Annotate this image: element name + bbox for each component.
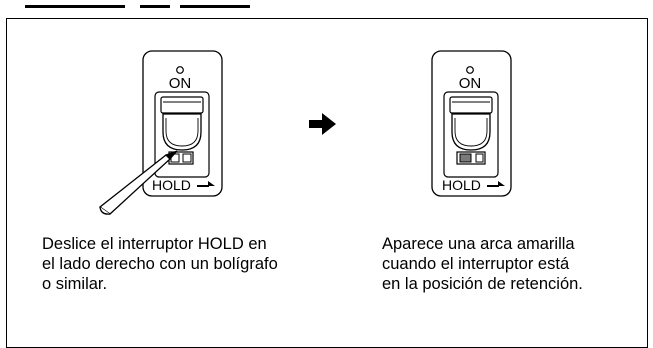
right-arrow-icon [309, 113, 336, 135]
left-caption: Deslice el interruptor HOLD en el lado d… [42, 235, 278, 293]
right-switch-latch [451, 113, 491, 151]
left-switch-top-bar [160, 96, 204, 114]
left-on-label: ON [169, 75, 192, 92]
left-hold-label: HOLD [152, 177, 191, 193]
right-switch-top-bar [449, 96, 493, 114]
right-hold-indicator [459, 153, 472, 163]
right-on-indicator-icon [466, 66, 474, 74]
hold-switch-diagram: ON HOLD ON HOLD [98, 50, 512, 215]
right-on-label: ON [459, 75, 482, 92]
pen-tool-icon [98, 150, 178, 215]
left-hold-arrow-icon [197, 181, 215, 187]
left-switch-latch [162, 113, 202, 151]
left-switch-illustration: ON HOLD [142, 50, 223, 197]
cropped-header-strip [0, 0, 653, 8]
right-caption: Aparece una arca amarilla cuando el inte… [382, 235, 583, 293]
cropped-header-text [25, 5, 250, 8]
right-switch-illustration: ON HOLD [431, 50, 512, 197]
left-on-indicator-icon [176, 66, 184, 74]
right-hold-arrow-icon [487, 181, 505, 187]
right-hold-label: HOLD [442, 177, 481, 193]
